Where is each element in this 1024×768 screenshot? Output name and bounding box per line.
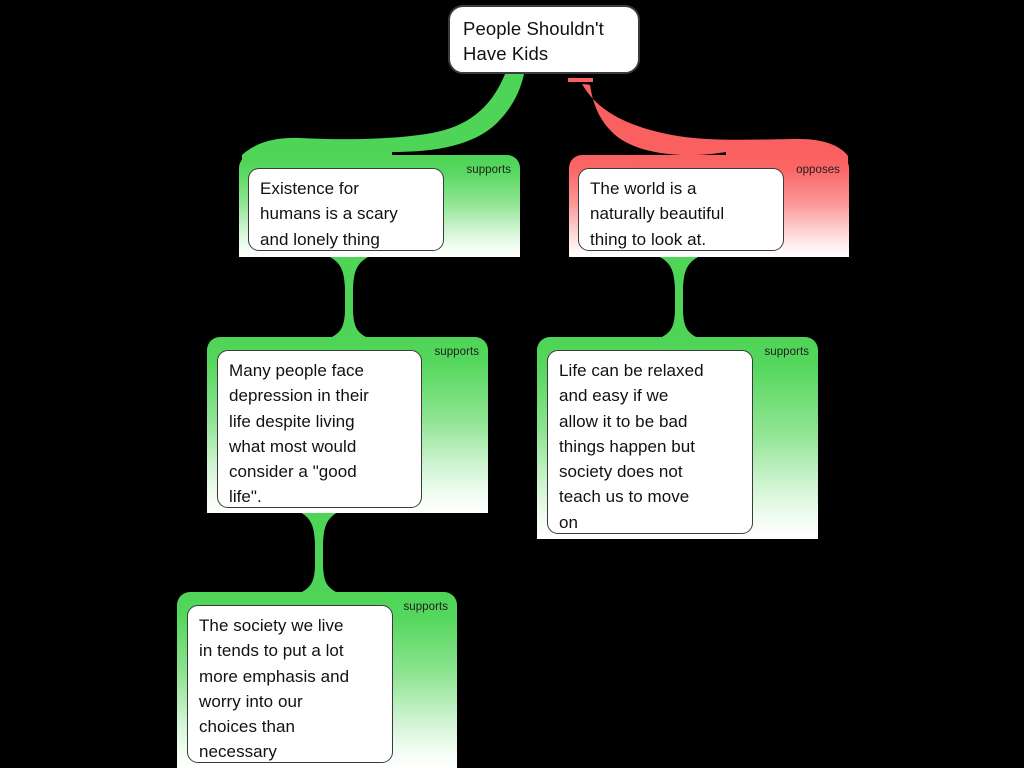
edge-n3-to-n5: [300, 512, 338, 593]
edge-n1-to-n3: [330, 257, 368, 338]
stance-label-supports: supports: [434, 346, 479, 358]
argument-node-n5[interactable]: supports The society we live in tends to…: [177, 592, 457, 768]
root-claim-node[interactable]: People Shouldn't Have Kids: [448, 5, 640, 74]
argument-card-n5[interactable]: The society we live in tends to put a lo…: [187, 605, 393, 763]
argument-node-n2[interactable]: opposes The world is a naturally beautif…: [569, 155, 849, 257]
edge-n2-to-n4: [660, 257, 698, 338]
stance-label-supports: supports: [764, 346, 809, 358]
stance-label-supports: supports: [403, 601, 448, 613]
argument-text-n5: The society we live in tends to put a lo…: [199, 616, 350, 762]
argument-card-n3[interactable]: Many people face depression in their lif…: [217, 350, 422, 508]
argument-node-n1[interactable]: supports Existence for humans is a scary…: [239, 155, 520, 257]
stance-label-supports: supports: [466, 164, 511, 176]
argument-text-n3: Many people face depression in their lif…: [229, 361, 369, 507]
stance-label-opposes: opposes: [796, 164, 840, 176]
argument-node-n3[interactable]: supports Many people face depression in …: [207, 337, 488, 513]
argument-node-n4[interactable]: supports Life can be relaxed and easy if…: [537, 337, 818, 539]
argument-text-n1: Existence for humans is a scary and lone…: [260, 179, 398, 249]
root-claim-text: People Shouldn't Have Kids: [463, 18, 604, 64]
argument-card-n2[interactable]: The world is a naturally beautiful thing…: [578, 168, 784, 251]
opposes-dash-icon: [568, 78, 593, 82]
argument-text-n2: The world is a naturally beautiful thing…: [590, 179, 725, 249]
argument-card-n4[interactable]: Life can be relaxed and easy if we allow…: [547, 350, 753, 534]
argument-text-n4: Life can be relaxed and easy if we allow…: [559, 361, 704, 532]
argument-card-n1[interactable]: Existence for humans is a scary and lone…: [248, 168, 444, 251]
